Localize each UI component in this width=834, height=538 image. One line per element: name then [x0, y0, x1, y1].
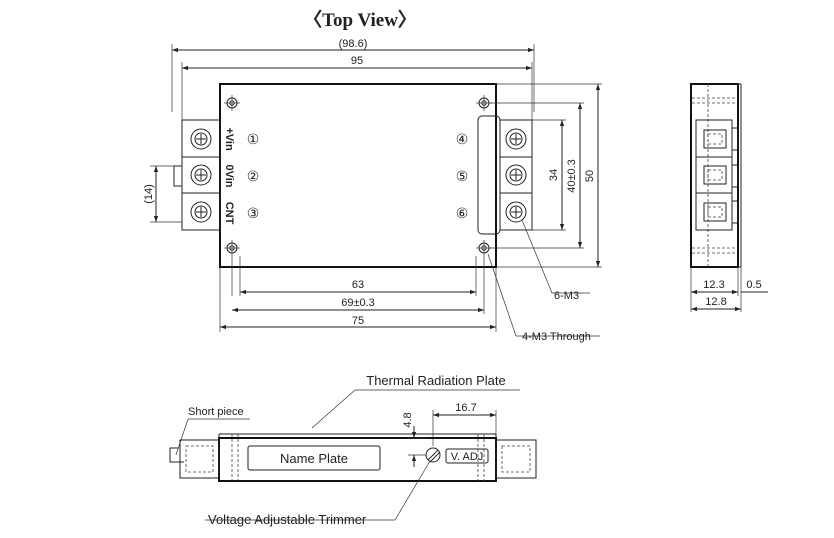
- right-terminal-block: [499, 119, 533, 231]
- view-title: 〈Top View〉: [303, 8, 417, 31]
- callout-mount-hole: 4-M3 Through: [522, 331, 591, 343]
- label-v-adj: V. ADJ: [451, 451, 484, 463]
- name-plate: [247, 445, 381, 471]
- side-screw-1-icon: [703, 129, 727, 149]
- trimmer-icon: [425, 447, 441, 463]
- dim-terminal-span: 34: [548, 169, 560, 181]
- dim-depth: 12.3: [703, 279, 724, 291]
- dim-hole-span-h: 63: [352, 279, 364, 291]
- dim-body-width: 75: [352, 315, 364, 327]
- pin-number-1: ①: [247, 131, 260, 147]
- dim-total-depth: 12.8: [705, 296, 726, 308]
- dim-trimmer-height: 4.8: [402, 412, 414, 427]
- pin-number-3: ③: [247, 205, 260, 221]
- screw-1-icon: [190, 128, 212, 150]
- pin-label-vin-plus: +Vin: [223, 127, 235, 151]
- mount-hole-top-right: [476, 95, 492, 111]
- pin-number-6: ⑥: [456, 205, 469, 221]
- screw-2-icon: [190, 164, 212, 186]
- label-name-plate: Name Plate: [280, 451, 348, 466]
- screw-5-icon: [505, 164, 527, 186]
- dim-hole-pitch-v: 40±0.3: [566, 159, 578, 193]
- front-view: Thermal Radiation Plate Short piece Name…: [169, 373, 537, 527]
- dim-overall-width: (98.6): [339, 38, 368, 50]
- screw-4-icon: [505, 128, 527, 150]
- dim-plate: 0.5: [746, 279, 761, 291]
- side-screw-3-icon: [703, 202, 727, 222]
- dim-trimmer-offset: 16.7: [455, 402, 476, 414]
- label-short-piece: Short piece: [188, 406, 244, 418]
- module-body: [219, 83, 497, 268]
- top-view: (98.6) 95: [143, 38, 602, 343]
- v-adj-label-box: [445, 448, 489, 464]
- label-thermal-plate: Thermal Radiation Plate: [366, 373, 505, 388]
- pin-label-vin-zero: 0Vin: [223, 164, 235, 187]
- side-screw-2-icon: [703, 165, 727, 185]
- mount-hole-bottom-left: [224, 240, 240, 256]
- pin-label-cnt: CNT: [223, 202, 235, 225]
- callout-terminal-screw: 6-M3: [554, 290, 579, 302]
- screw-6-icon: [505, 201, 527, 223]
- pin-number-2: ②: [247, 168, 260, 184]
- short-piece-wire: [169, 447, 184, 463]
- mount-hole-bottom-right: [476, 240, 492, 256]
- screw-3-icon: [190, 201, 212, 223]
- dim-terminal-height: (14): [143, 184, 155, 204]
- pin-number-4: ④: [456, 131, 469, 147]
- label-trimmer: Voltage Adjustable Trimmer: [208, 512, 367, 527]
- side-view: 12.3 0.5 12.8: [690, 83, 768, 312]
- dim-height-outer: 50: [584, 170, 596, 182]
- left-terminal-block: [173, 119, 221, 231]
- dim-width: 95: [351, 55, 363, 67]
- dim-hole-pitch-h: 69±0.3: [341, 297, 375, 309]
- pin-number-5: ⑤: [456, 168, 469, 184]
- mount-hole-top-left: [224, 95, 240, 111]
